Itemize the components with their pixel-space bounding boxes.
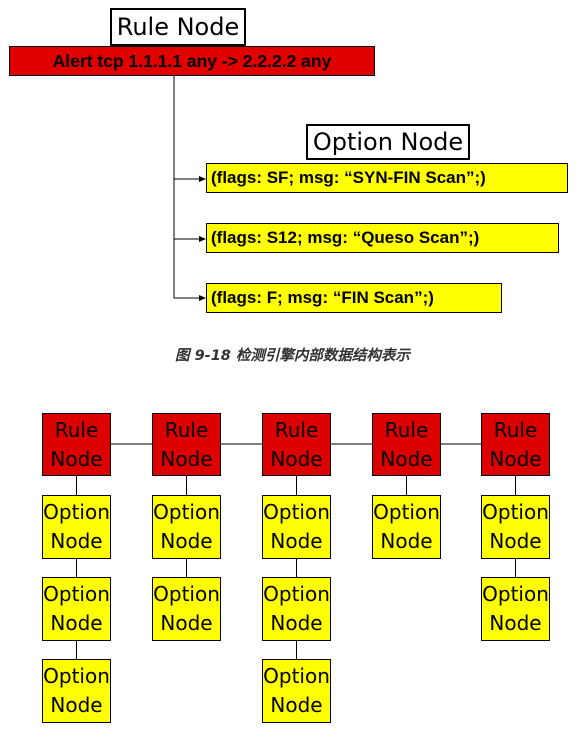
option-node-1-3-line2: Node <box>50 693 103 717</box>
rule-node-label: Rule Node <box>110 8 246 46</box>
rule-node-4-line2: Node <box>380 446 433 471</box>
option-node-5-2-line2: Node <box>489 611 542 635</box>
option-node-2-1-line2: Node <box>160 529 213 553</box>
rule-node-5-line1: Rule <box>493 417 538 442</box>
rule-node-2-line2: Node <box>160 446 213 471</box>
option-node-4-1-line2: Node <box>380 529 433 553</box>
figure-caption: 图 9-18 检测引擎内部数据结构表示 <box>175 348 410 364</box>
option-node-2-2-line1: Option <box>153 582 220 606</box>
arrowhead-2 <box>199 236 206 242</box>
rule-node-2-line1: Rule <box>164 417 209 442</box>
option-node-label: Option Node <box>306 124 470 160</box>
option-node-3-2-line2: Node <box>270 611 323 635</box>
rule-node-1-line2: Node <box>50 446 103 471</box>
option-bar-2: (flags: S12; msg: “Queso Scan”;) <box>206 223 559 253</box>
rule-node-4-line1: Rule <box>384 417 429 442</box>
option-bar-1: (flags: SF; msg: “SYN-FIN Scan”;) <box>206 163 568 193</box>
option-node-5-1-line1: Option <box>482 500 549 524</box>
option-node-3-1-line1: Option <box>263 500 330 524</box>
option-node-3-1-line2: Node <box>270 529 323 553</box>
rule-node-5-line2: Node <box>489 446 542 471</box>
rule-header-bar: Alert tcp 1.1.1.1 any -> 2.2.2.2 any <box>9 46 375 76</box>
option-node-3-3-line2: Node <box>270 693 323 717</box>
option-node-5-1-line2: Node <box>489 529 542 553</box>
rule-node-1-line1: Rule <box>54 417 99 442</box>
arrowhead-3 <box>199 295 206 301</box>
option-node-1-2-line1: Option <box>43 582 110 606</box>
rule-node-3-line1: Rule <box>274 417 319 442</box>
option-node-2-2-line2: Node <box>160 611 213 635</box>
option-bar-3: (flags: F; msg: “FIN Scan”;) <box>206 283 502 313</box>
rule-node-3-line2: Node <box>270 446 323 471</box>
option-node-1-1-line1: Option <box>43 500 110 524</box>
option-node-3-3-line1: Option <box>263 664 330 688</box>
option-node-5-2-line1: Option <box>482 582 549 606</box>
option-node-4-1-line1: Option <box>373 500 440 524</box>
option-node-1-1-line2: Node <box>50 529 103 553</box>
option-node-3-2-line1: Option <box>263 582 330 606</box>
option-node-1-3-line1: Option <box>43 664 110 688</box>
option-node-2-1-line1: Option <box>153 500 220 524</box>
option-node-1-2-line2: Node <box>50 611 103 635</box>
arrowhead-1 <box>199 176 206 182</box>
